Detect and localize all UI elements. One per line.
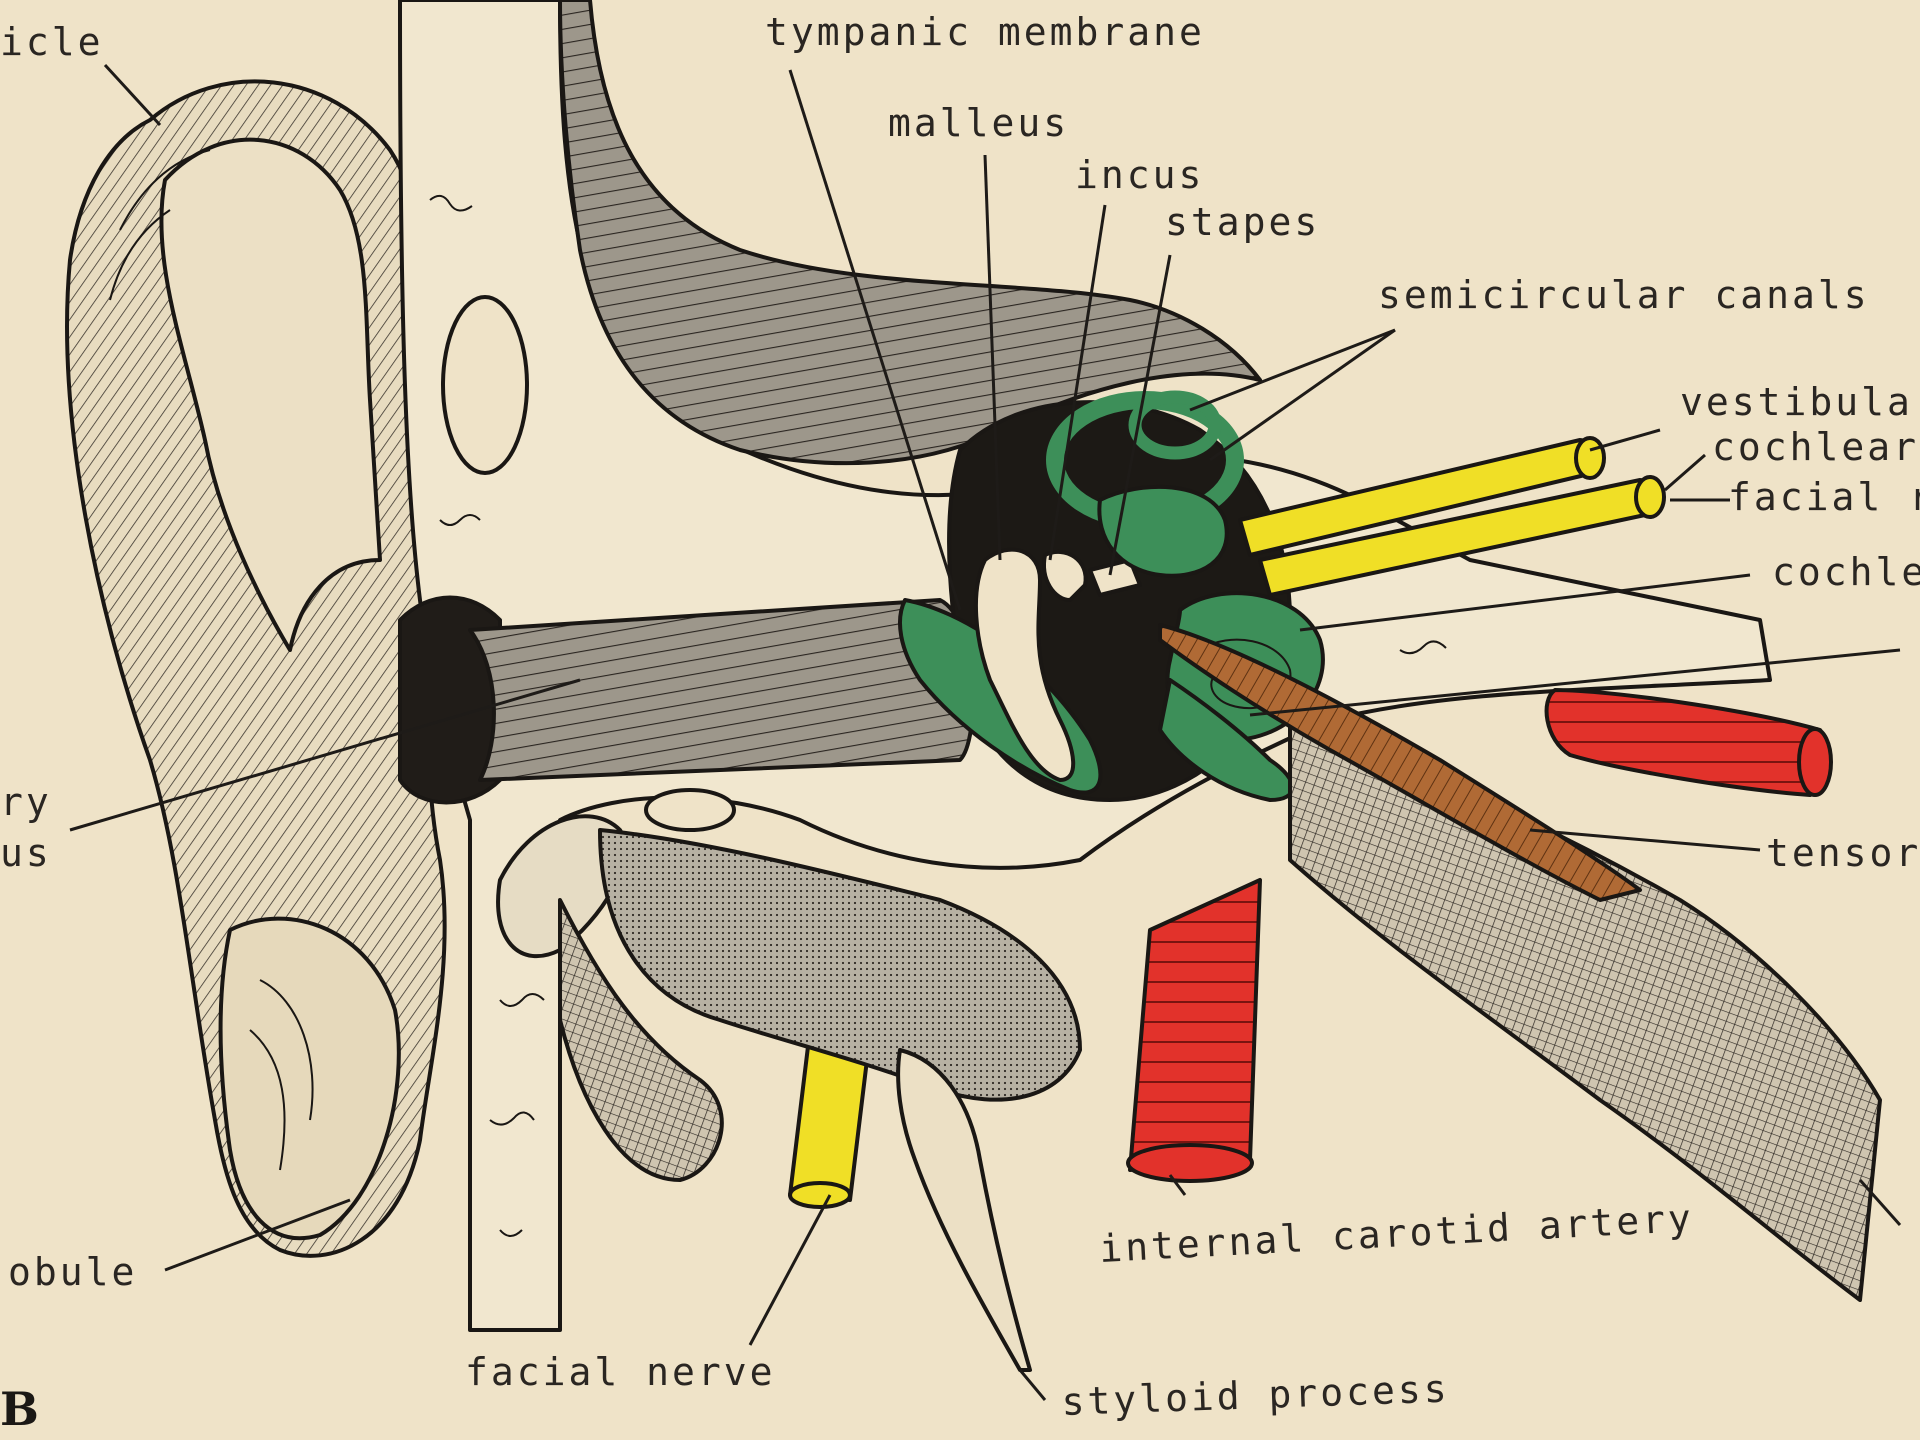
label-semicircular-canals: semicircular canals: [1378, 273, 1870, 317]
auricle: [67, 81, 445, 1255]
label-vestibular: vestibula: [1680, 380, 1913, 424]
label-lobule: obule: [8, 1250, 137, 1294]
label-tensor: tensor: [1766, 831, 1920, 875]
label-internal-carotid-artery: internal carotid artery: [1098, 1196, 1695, 1271]
label-facial-cut: facial r: [1728, 475, 1920, 519]
label-meatus-line1: ry: [0, 780, 52, 824]
internal-carotid-artery: [1130, 880, 1260, 1170]
label-malleus: malleus: [888, 101, 1069, 145]
label-auricle: icle: [0, 20, 104, 64]
label-styloid-process: styloid process: [1061, 1366, 1450, 1424]
label-tympanic-membrane: tympanic membrane: [765, 10, 1205, 54]
label-stapes: stapes: [1165, 200, 1320, 244]
label-cochlea: cochle: [1772, 550, 1920, 594]
label-facial-nerve: facial nerve: [465, 1350, 776, 1394]
figure-letter: B: [0, 1382, 39, 1436]
label-meatus-line2: us: [0, 831, 52, 875]
carotid-segment-upper: [1547, 690, 1829, 795]
label-incus: incus: [1075, 153, 1204, 197]
label-cochlear: cochlear: [1712, 425, 1919, 469]
